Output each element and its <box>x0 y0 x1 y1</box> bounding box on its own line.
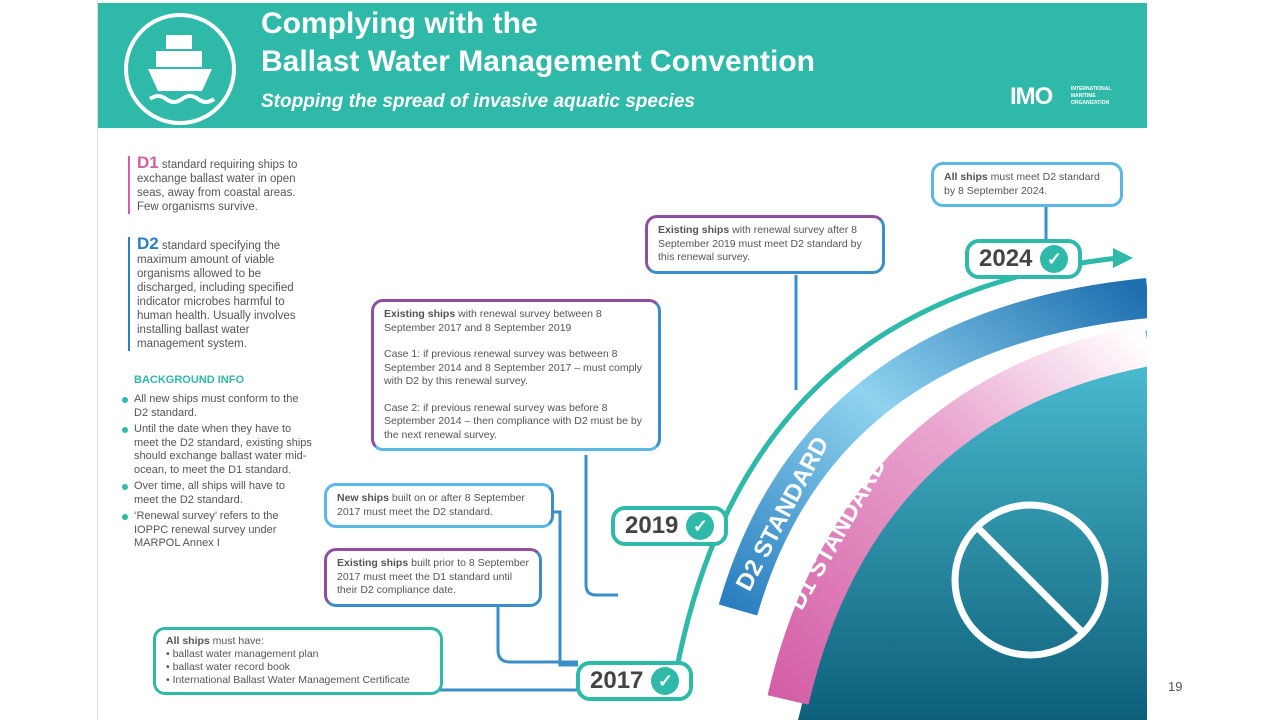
d1-text: standard requiring ships to exchange bal… <box>137 159 298 213</box>
d1-band <box>767 324 1147 705</box>
check-icon: ✓ <box>651 667 680 695</box>
check-icon: ✓ <box>686 512 715 540</box>
box-all-ships: All ships must have:• ballast water mana… <box>153 627 443 695</box>
header: Complying with the Ballast Water Managem… <box>98 3 1147 128</box>
title-line1: Complying with the <box>261 7 538 40</box>
list-item: ‘Renewal survey’ refers to the IOPPC ren… <box>122 510 312 551</box>
slide: Complying with the Ballast Water Managem… <box>97 0 1147 720</box>
background-info-title: BACKGROUND INFO <box>134 374 244 386</box>
box-2019: Existing ships with renewal survey after… <box>645 215 885 274</box>
d1-key: D1 <box>137 153 159 172</box>
year-2024-badge: 2024✓ <box>965 239 1083 279</box>
background-info-list: All new ships must conform to the D2 sta… <box>122 393 312 554</box>
box-existing-ships: Existing ships built prior to 8 Septembe… <box>324 548 542 607</box>
box-2017-2019: Existing ships with renewal survey betwe… <box>371 299 661 451</box>
d2-text: standard specifying the maximum amount o… <box>137 240 296 350</box>
title-line2: Ballast Water Management Convention <box>261 45 815 78</box>
box-new-ships: New ships built on or after 8 September … <box>324 483 554 528</box>
underwater-image <box>798 330 1147 720</box>
d2-key: D2 <box>137 234 159 253</box>
list-item: All new ships must conform to the D2 sta… <box>122 393 312 420</box>
timeline-arrowhead <box>1113 248 1133 268</box>
list-item: Until the date when they have to meet th… <box>122 423 312 477</box>
subtitle: Stopping the spread of invasive aquatic … <box>261 91 695 112</box>
timeline-graphic <box>428 205 1147 720</box>
d1-definition: D1 standard requiring ships to exchange … <box>128 153 308 214</box>
imo-logo-org: INTERNATIONAL MARITIME ORGANIZATION <box>1071 86 1112 106</box>
box-2024: All ships must meet D2 standard by 8 Sep… <box>931 162 1123 207</box>
page-number: 19 <box>1168 679 1183 694</box>
year-2017-badge: 2017✓ <box>576 661 694 701</box>
ship-icon <box>124 13 236 125</box>
year-2019-badge: 2019✓ <box>611 506 729 546</box>
list-item: Over time, all ships will have to meet t… <box>122 480 312 507</box>
check-icon: ✓ <box>1040 245 1069 273</box>
d2-band <box>718 278 1147 616</box>
no-invasive-species-icon <box>951 501 1109 659</box>
imo-logo: IMO <box>1010 83 1053 110</box>
d2-definition: D2 standard specifying the maximum amoun… <box>128 234 308 351</box>
